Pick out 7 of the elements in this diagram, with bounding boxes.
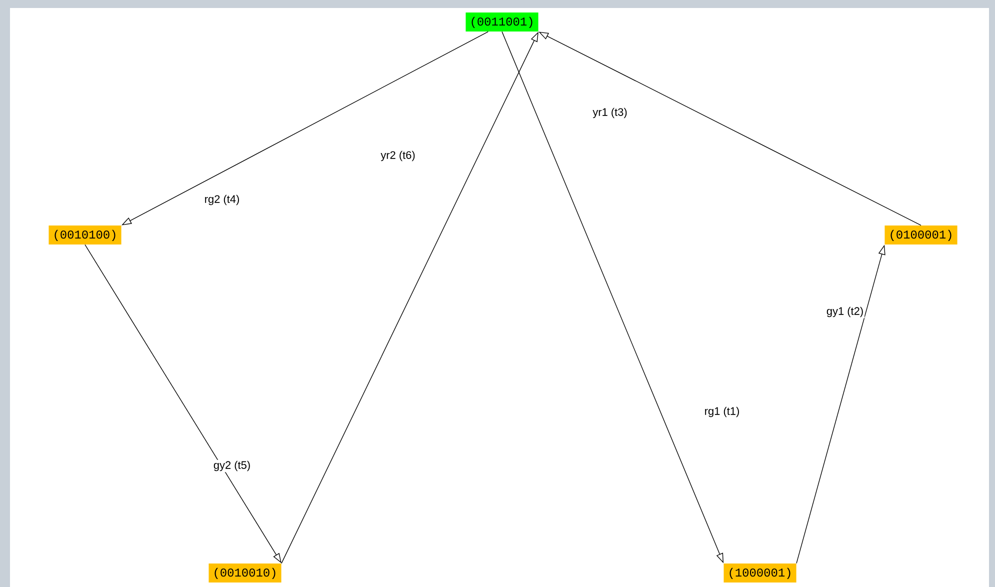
state-box: (0010010): [208, 564, 282, 582]
edge-label: yr2 (t6): [380, 150, 416, 162]
state-box: (1000001): [724, 564, 796, 582]
state-box: (0100001): [884, 226, 958, 244]
edge-label: yr1 (t3): [592, 106, 628, 120]
state-box: (0011001): [466, 12, 538, 32]
state-box: (0010100): [48, 226, 122, 244]
